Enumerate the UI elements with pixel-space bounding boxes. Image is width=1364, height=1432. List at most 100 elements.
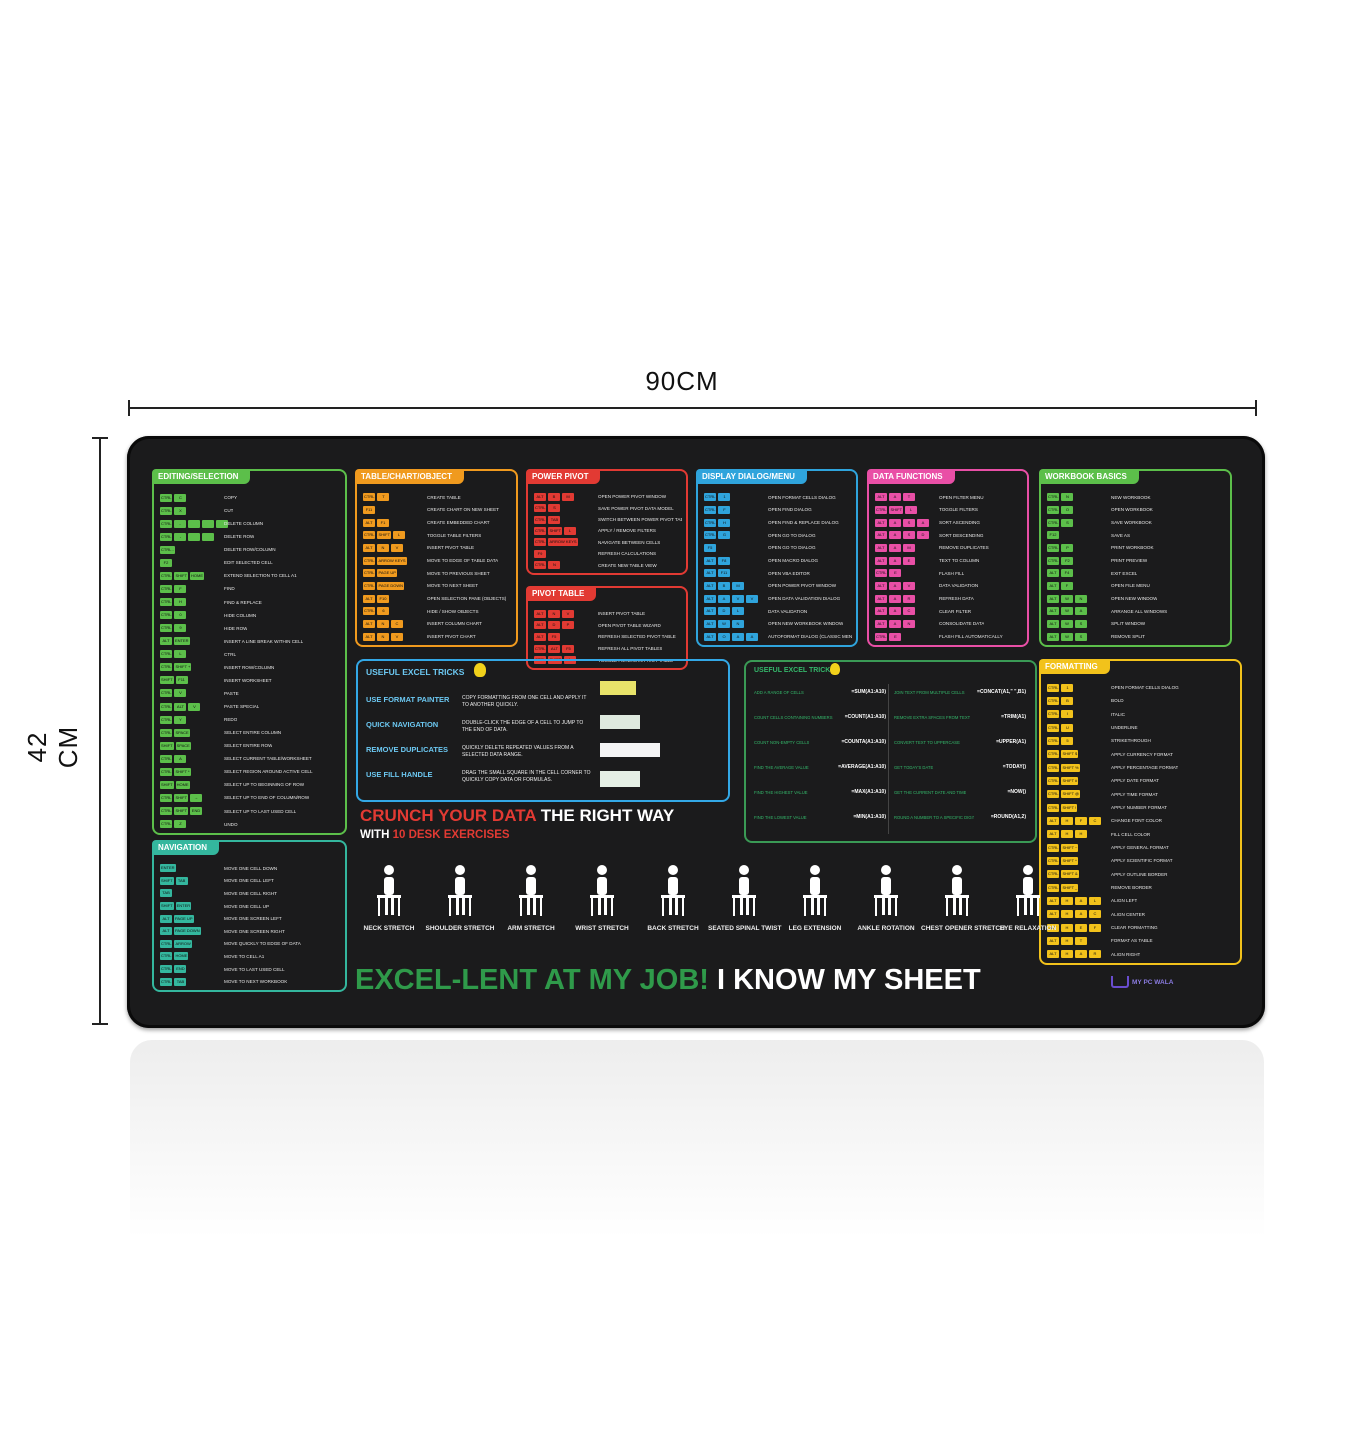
formula-text: =TRIM(A1) — [1001, 714, 1026, 720]
key-cap: N — [1061, 493, 1074, 502]
key-cap: CTRL — [1047, 763, 1060, 772]
formula-label: GET TODAY'S DATE — [894, 764, 934, 770]
exercise-8: ANKLE ROTATION — [850, 862, 922, 932]
shortcut-action: REDO — [224, 717, 238, 723]
key-cap: A — [889, 518, 901, 527]
key-cap: H — [1061, 923, 1073, 932]
shortcut-action: INSERT PIVOT TABLE — [598, 611, 646, 617]
key-cap: CTRL — [1047, 843, 1060, 852]
key-cap: V — [391, 632, 403, 641]
shortcut-action: OPEN POWER PIVOT WINDOW — [768, 583, 837, 589]
shortcut-action: REFRESH DATA — [939, 596, 974, 602]
key-cap: CTRL — [363, 581, 376, 590]
shortcut-action: OPEN WORKBOOK — [1111, 507, 1153, 513]
key-cap: ALT — [363, 619, 375, 628]
shortcut-action: MOVE QUICKLY TO EDGE OF DATA — [224, 941, 301, 947]
key-cap: H — [1061, 816, 1073, 825]
key-cap: N — [377, 543, 389, 552]
shortcut-action: PRINT WORKBOOK — [1111, 545, 1154, 551]
key-cap: V — [188, 702, 201, 711]
shortcut-action: MOVE TO LAST USED CELL — [224, 966, 285, 972]
key-cap: ALT — [1047, 594, 1059, 603]
key-cap: ENTER — [175, 902, 192, 911]
key-cap: F2 — [160, 558, 172, 567]
key-cap: ALT — [534, 609, 546, 618]
shortcut-action: REFRESH CALCULATIONS — [598, 551, 657, 557]
shortcut-action: FLASH FILL — [939, 570, 965, 576]
shortcut-action: APPLY NUMBER FORMAT — [1111, 805, 1167, 811]
shortcut-action: APPLY / REMOVE FILTERS — [598, 528, 656, 534]
key-cap: ALT — [704, 594, 716, 603]
shortcut-action: OPEN FILTER MENU — [939, 494, 984, 500]
key-cap: F — [1089, 923, 1101, 932]
key-cap: SHIFT — [160, 780, 174, 789]
key-cap: D — [917, 531, 929, 540]
key-cap: ALT — [875, 531, 887, 540]
exercise-1: NECK STRETCH — [353, 862, 425, 932]
formula-text: =COUNT(A1:A10) — [844, 714, 886, 720]
key-cap: SHIFT — [174, 571, 189, 580]
key-cap: ALT — [1047, 923, 1059, 932]
key-cap: CTRL — [1047, 736, 1060, 745]
shortcut-action: OPEN SELECTION PANE (OBJECTS) — [427, 596, 507, 602]
shortcut-action: SAVE POWER PIVOT DATA MODEL — [598, 505, 674, 511]
key-cap: L — [732, 607, 744, 616]
key-cap: N — [1075, 594, 1087, 603]
shortcut-action: DATA VALIDATION — [768, 608, 808, 614]
key-cap: CTRL — [1047, 883, 1060, 892]
key-cap: CTRL — [160, 820, 173, 829]
formula-item: GET THE CURRENT DATE AND TIME=NOW() — [892, 786, 1032, 798]
slogan-part1: EXCEL-LENT AT MY JOB! — [355, 964, 709, 996]
shortcut-action: OPEN NEW WINDOW — [1111, 596, 1158, 602]
key-cap: ALT — [160, 914, 172, 923]
key-cap: CTRL — [160, 506, 173, 515]
key-cap: CTRL — [160, 624, 173, 633]
formula-label: CONVERT TEXT TO UPPERCASE — [894, 739, 960, 745]
shortcut-keys: CTRL- — [160, 532, 222, 541]
shortcut-action: SELECT ENTIRE COLUMN — [224, 730, 282, 736]
shortcut-action: TOGGLE FILTERS — [939, 507, 978, 513]
trick-description: COPY FORMATTING FROM ONE CELL AND APPLY … — [462, 695, 587, 708]
key-cap — [188, 532, 201, 541]
key-cap: L — [174, 650, 187, 659]
shortcut-action: FIND & REPLACE — [224, 599, 262, 605]
key-cap: CTRL — [534, 504, 547, 513]
key-cap: W — [1061, 632, 1073, 641]
key-cap: SHIFT — [160, 741, 174, 750]
key-cap: H — [1061, 910, 1073, 919]
key-cap: PAGE UP — [174, 914, 194, 923]
formula-label: FIND THE HIGHEST VALUE — [754, 789, 808, 795]
